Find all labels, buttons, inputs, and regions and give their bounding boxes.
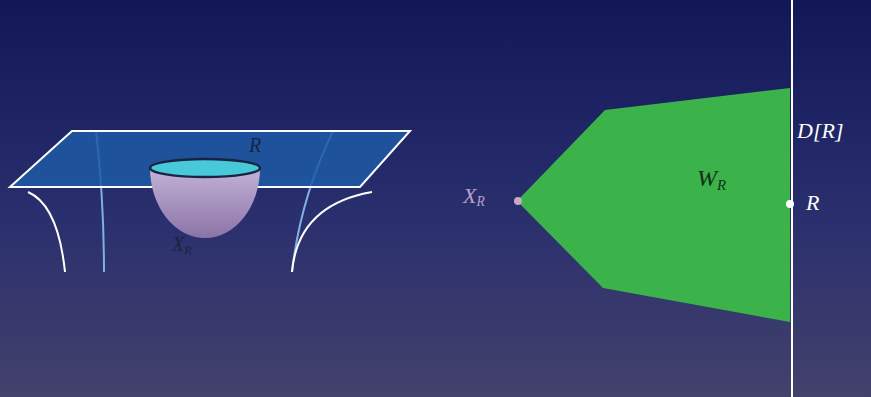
- domain-label: D[R]: [797, 120, 843, 142]
- region-label: WR: [697, 166, 726, 193]
- wedge-region: [517, 88, 790, 322]
- region-point: [786, 200, 794, 208]
- boundary-curve: [28, 192, 65, 272]
- region-label: XR: [172, 234, 192, 257]
- surface-label: XR: [463, 185, 485, 209]
- entanglement-wedge: WR: [517, 88, 792, 322]
- boundary-line: [791, 0, 793, 397]
- node-outline: [517, 88, 792, 322]
- region-label: R: [249, 135, 261, 155]
- hemisphere: [150, 168, 260, 238]
- extremal-surface: XR: [150, 168, 260, 238]
- node-outline: [150, 159, 260, 177]
- region-disk: R: [150, 159, 260, 177]
- surface-point: [514, 197, 522, 205]
- region-ellipse: [150, 159, 260, 177]
- region-label: R: [806, 192, 819, 214]
- node-outline: [150, 168, 260, 238]
- boundary-curve: [292, 192, 372, 272]
